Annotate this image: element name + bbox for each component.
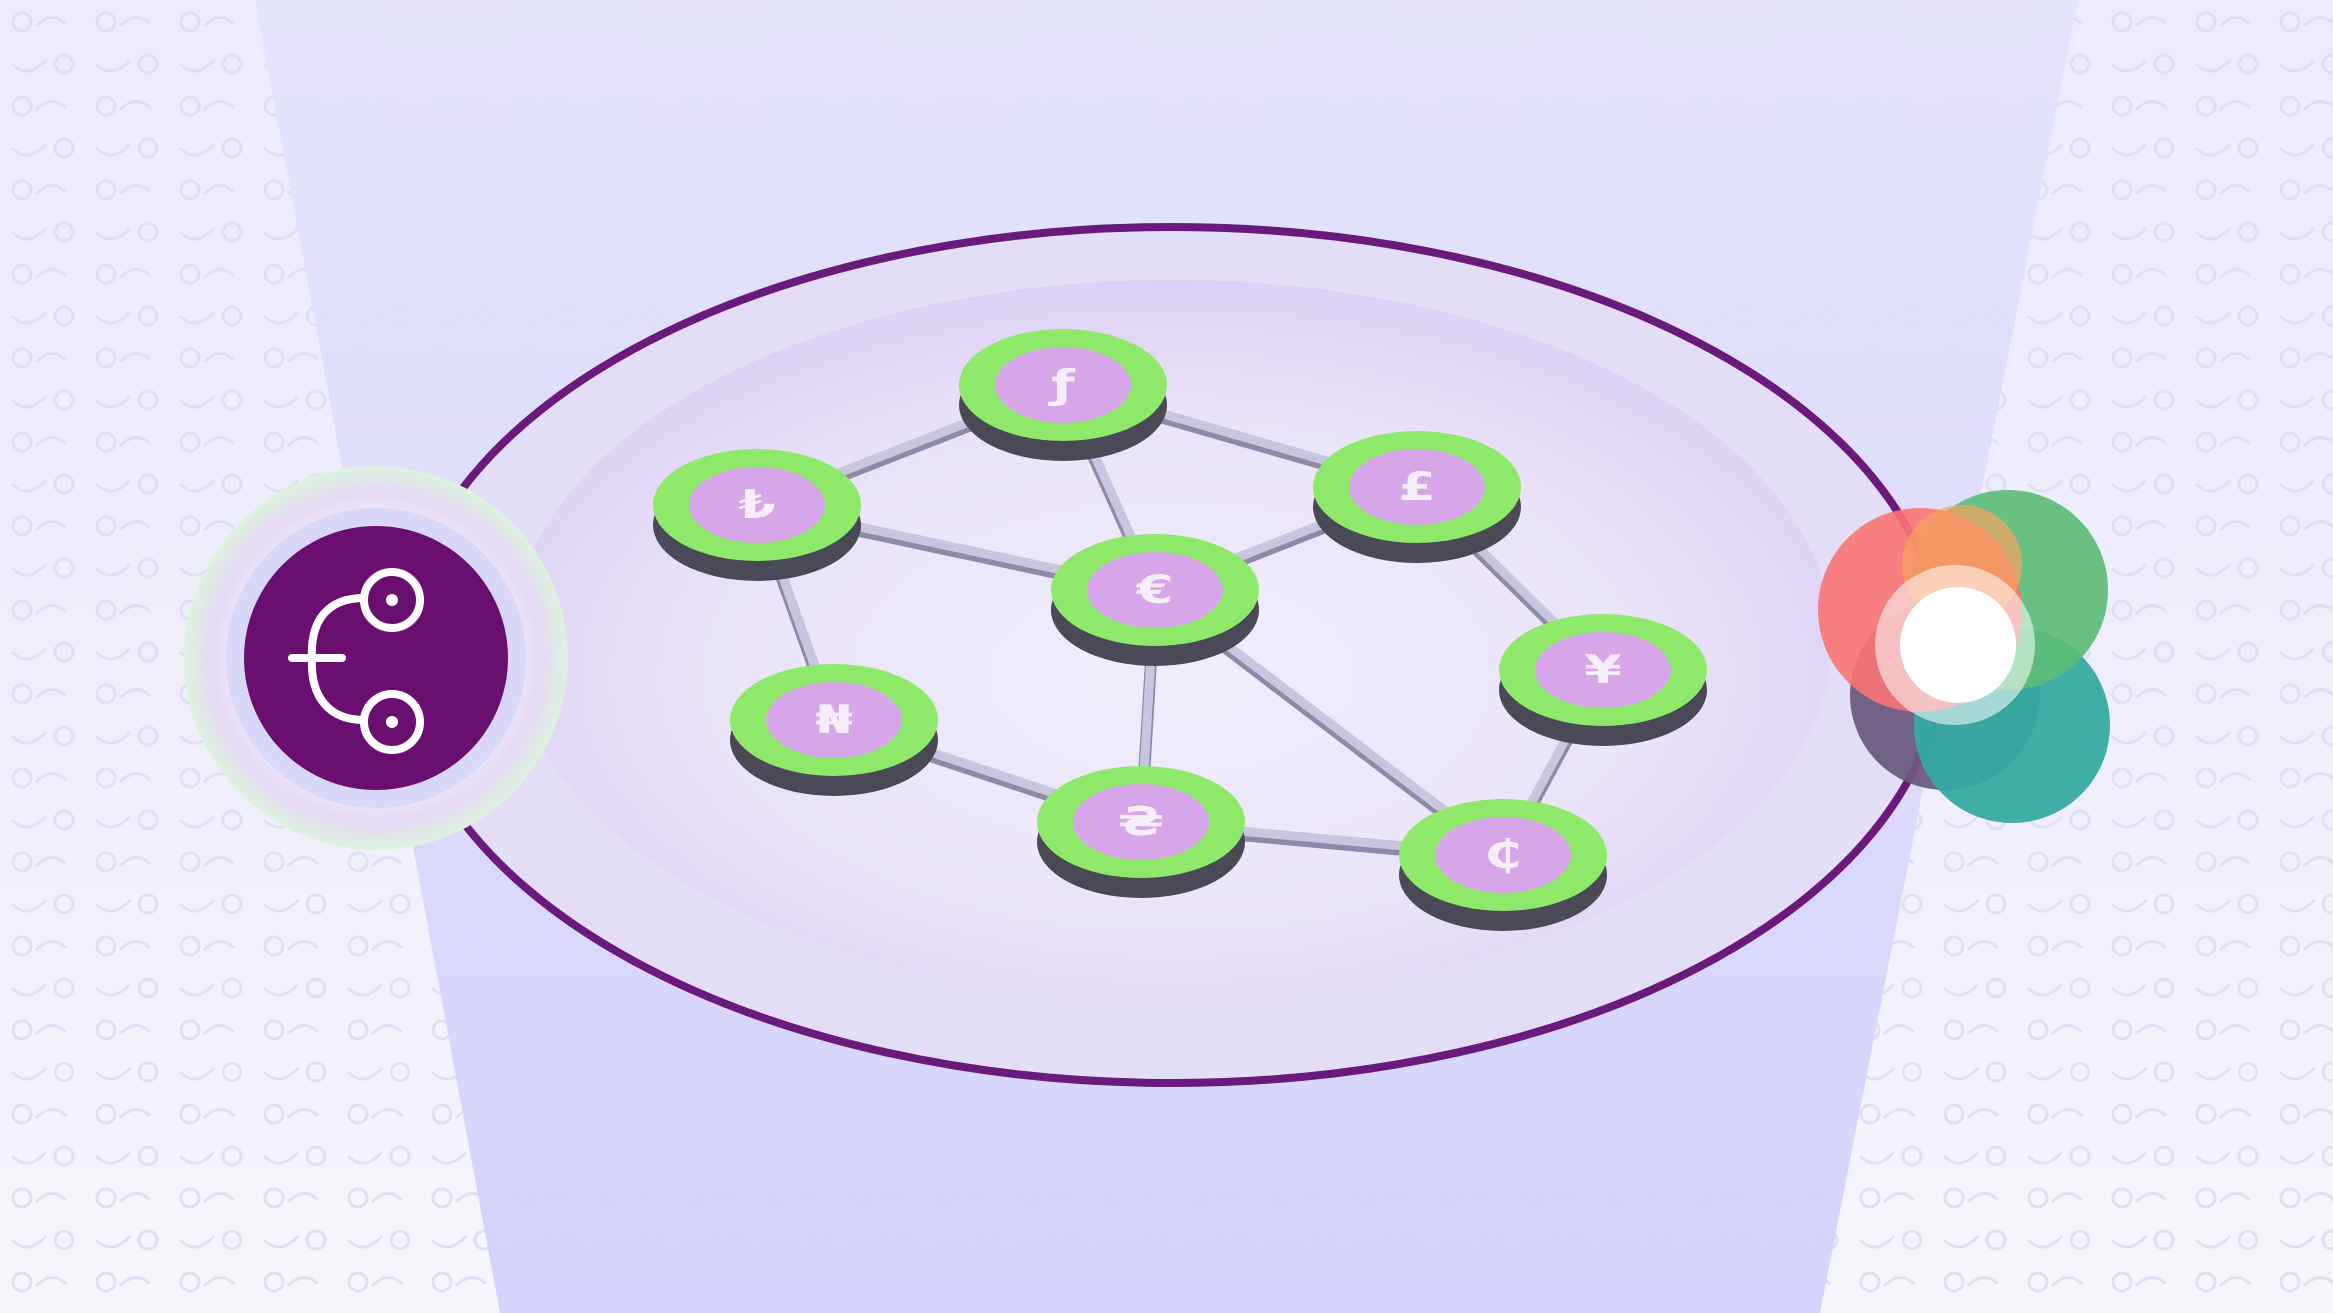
node-center bbox=[1535, 632, 1671, 708]
node-florin: ƒ bbox=[959, 329, 1167, 461]
node-naira: ₦ bbox=[730, 664, 938, 796]
overlapping-circles-logo bbox=[1818, 490, 2110, 823]
hryvnia-sign-icon: ₴ bbox=[1118, 799, 1164, 844]
pound-sign-icon: £ bbox=[1398, 464, 1436, 509]
branch-badge bbox=[184, 466, 568, 850]
florin-sign-icon: ƒ bbox=[1048, 362, 1076, 407]
node-center bbox=[1349, 449, 1485, 525]
node-yen: ¥ bbox=[1499, 614, 1707, 746]
network-nodes: ƒ ₺ £ € ¥ ₦ ₴ ₵ bbox=[653, 329, 1707, 931]
naira-sign-icon: ₦ bbox=[815, 697, 853, 742]
branch-merge-icon bbox=[288, 568, 424, 754]
node-center bbox=[689, 467, 825, 543]
node-center bbox=[1087, 552, 1223, 628]
node-pound: £ bbox=[1313, 431, 1521, 563]
node-center bbox=[766, 682, 902, 758]
node-euro: € bbox=[1051, 534, 1259, 666]
node-lira: ₺ bbox=[653, 449, 861, 581]
node-hryvnia: ₴ bbox=[1037, 766, 1245, 898]
yen-sign-icon: ¥ bbox=[1584, 647, 1622, 692]
node-cedi: ₵ bbox=[1399, 799, 1607, 931]
lira-sign-icon: ₺ bbox=[738, 482, 776, 527]
node-center bbox=[995, 347, 1131, 423]
node-center bbox=[1435, 817, 1571, 893]
node-center bbox=[1073, 784, 1209, 860]
euro-sign-icon: € bbox=[1135, 567, 1174, 612]
cedi-sign-icon: ₵ bbox=[1484, 832, 1522, 877]
